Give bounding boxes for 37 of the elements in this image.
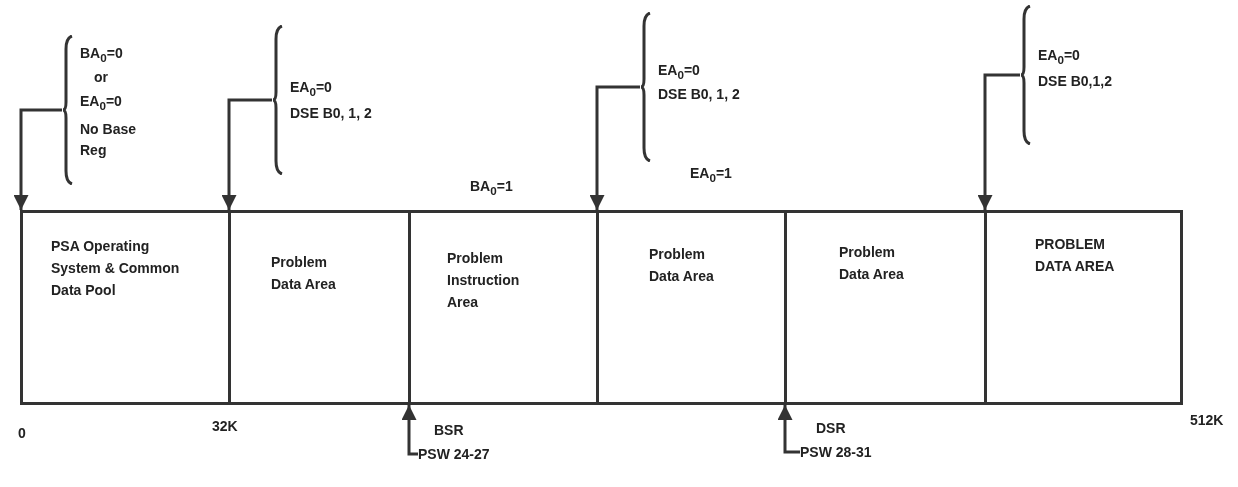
area-name: PROBLEM DATA AREA [1035,235,1116,276]
area-name: PSA Operating System & Common Data Pool [51,237,181,300]
arrow [977,73,1020,210]
condition-text: DSE B0, 1, 2 [658,85,740,104]
area-name: Problem Data Area [649,245,715,286]
arrow [13,108,62,210]
arrow [589,85,640,210]
condition-text: BSR [434,421,464,440]
condition-text: EA$_{0}$=0 [1038,46,1080,68]
arrow [777,405,800,454]
memory-area-cell [228,210,411,405]
area-name: Problem Data Area [271,253,337,294]
condition-text: No Base Reg [80,120,138,160]
memory-area-cell [408,210,599,405]
condition-text: DSR [816,419,846,438]
condition-text: BA$_{0}$=0 [80,44,123,66]
arrow [221,98,272,210]
condition-text: EA$_{0}$=0 [290,78,332,100]
condition-text: DSE B0, 1, 2 [290,104,372,123]
condition-text: PSW 24-27 [418,445,490,464]
range-label: EA$_{0}$=1 [690,165,732,184]
range-label: BA$_{0}$=1 [470,178,513,197]
condition-text: or [94,68,108,87]
condition-text: EA$_{0}$=0 [658,61,700,83]
address-label: 32K [212,418,238,434]
memory-area-cell [984,210,1183,405]
memory-area-cell [784,210,987,405]
arrow [401,405,418,456]
area-name: Problem Data Area [839,243,905,284]
address-label: 512K [1190,412,1224,428]
condition-text: PSW 28-31 [800,443,872,462]
memory-area-cell [20,210,231,405]
condition-text: EA$_{0}$=0 [80,92,122,114]
address-label: 0 [18,425,26,441]
condition-text: DSE B0,1,2 [1038,72,1112,91]
area-name: Problem Instruction Area [447,249,521,312]
memory-area-cell [596,210,787,405]
